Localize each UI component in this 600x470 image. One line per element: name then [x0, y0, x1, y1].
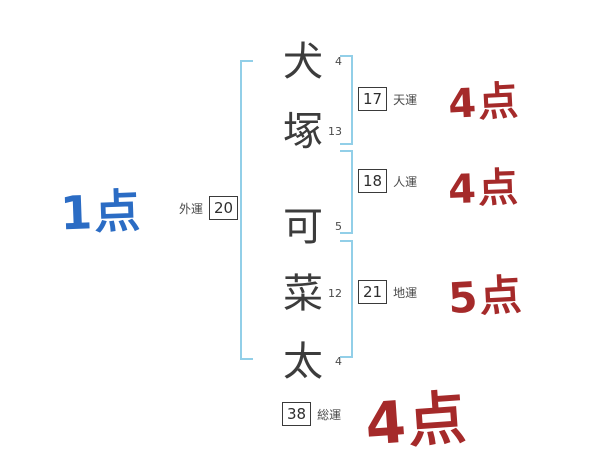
name-character: 塚 13	[276, 108, 342, 156]
souun-score: 4点	[363, 383, 470, 459]
stroke-count: 12	[328, 287, 342, 300]
souun-value: 38	[282, 402, 312, 426]
stroke-count: 5	[335, 220, 342, 233]
souun-label: 総運	[317, 407, 342, 422]
name-character: 犬 4	[276, 38, 342, 86]
gaiun-bracket	[240, 60, 253, 360]
chiun-score: 5点	[446, 270, 525, 323]
jinun-row: 18 人運	[358, 169, 417, 193]
name-character: 菜 12	[276, 270, 342, 318]
chiun-bracket	[340, 240, 353, 358]
chiun-row: 21 地運	[358, 280, 417, 304]
tenun-bracket	[340, 55, 353, 145]
tenun-row: 17 天運	[358, 87, 417, 111]
kanji-glyph: 菜	[283, 271, 323, 317]
kanji-glyph: 塚	[283, 109, 323, 155]
chiun-value: 21	[358, 280, 388, 304]
stroke-count: 4	[335, 355, 342, 368]
jinun-bracket	[340, 150, 353, 234]
kanji-glyph: 太	[283, 339, 323, 385]
name-character: 可 5	[276, 203, 342, 251]
stroke-count: 13	[328, 125, 342, 138]
chiun-label: 地運	[393, 285, 418, 300]
gaiun-row: 外運 20	[179, 196, 239, 220]
gaiun-score: 1点	[59, 183, 144, 241]
tenun-label: 天運	[393, 92, 418, 107]
tenun-value: 17	[358, 87, 388, 111]
jinun-value: 18	[358, 169, 388, 193]
stroke-count: 4	[335, 55, 342, 68]
name-character: 太 4	[276, 338, 342, 386]
tenun-score: 4点	[447, 78, 522, 128]
gaiun-value: 20	[209, 196, 239, 220]
gaiun-label: 外運	[179, 201, 204, 216]
kanji-glyph: 犬	[283, 39, 323, 85]
souun-row: 38 総運	[282, 402, 341, 426]
jinun-label: 人運	[393, 174, 418, 189]
kanji-glyph: 可	[283, 204, 323, 250]
jinun-score: 4点	[447, 164, 521, 214]
